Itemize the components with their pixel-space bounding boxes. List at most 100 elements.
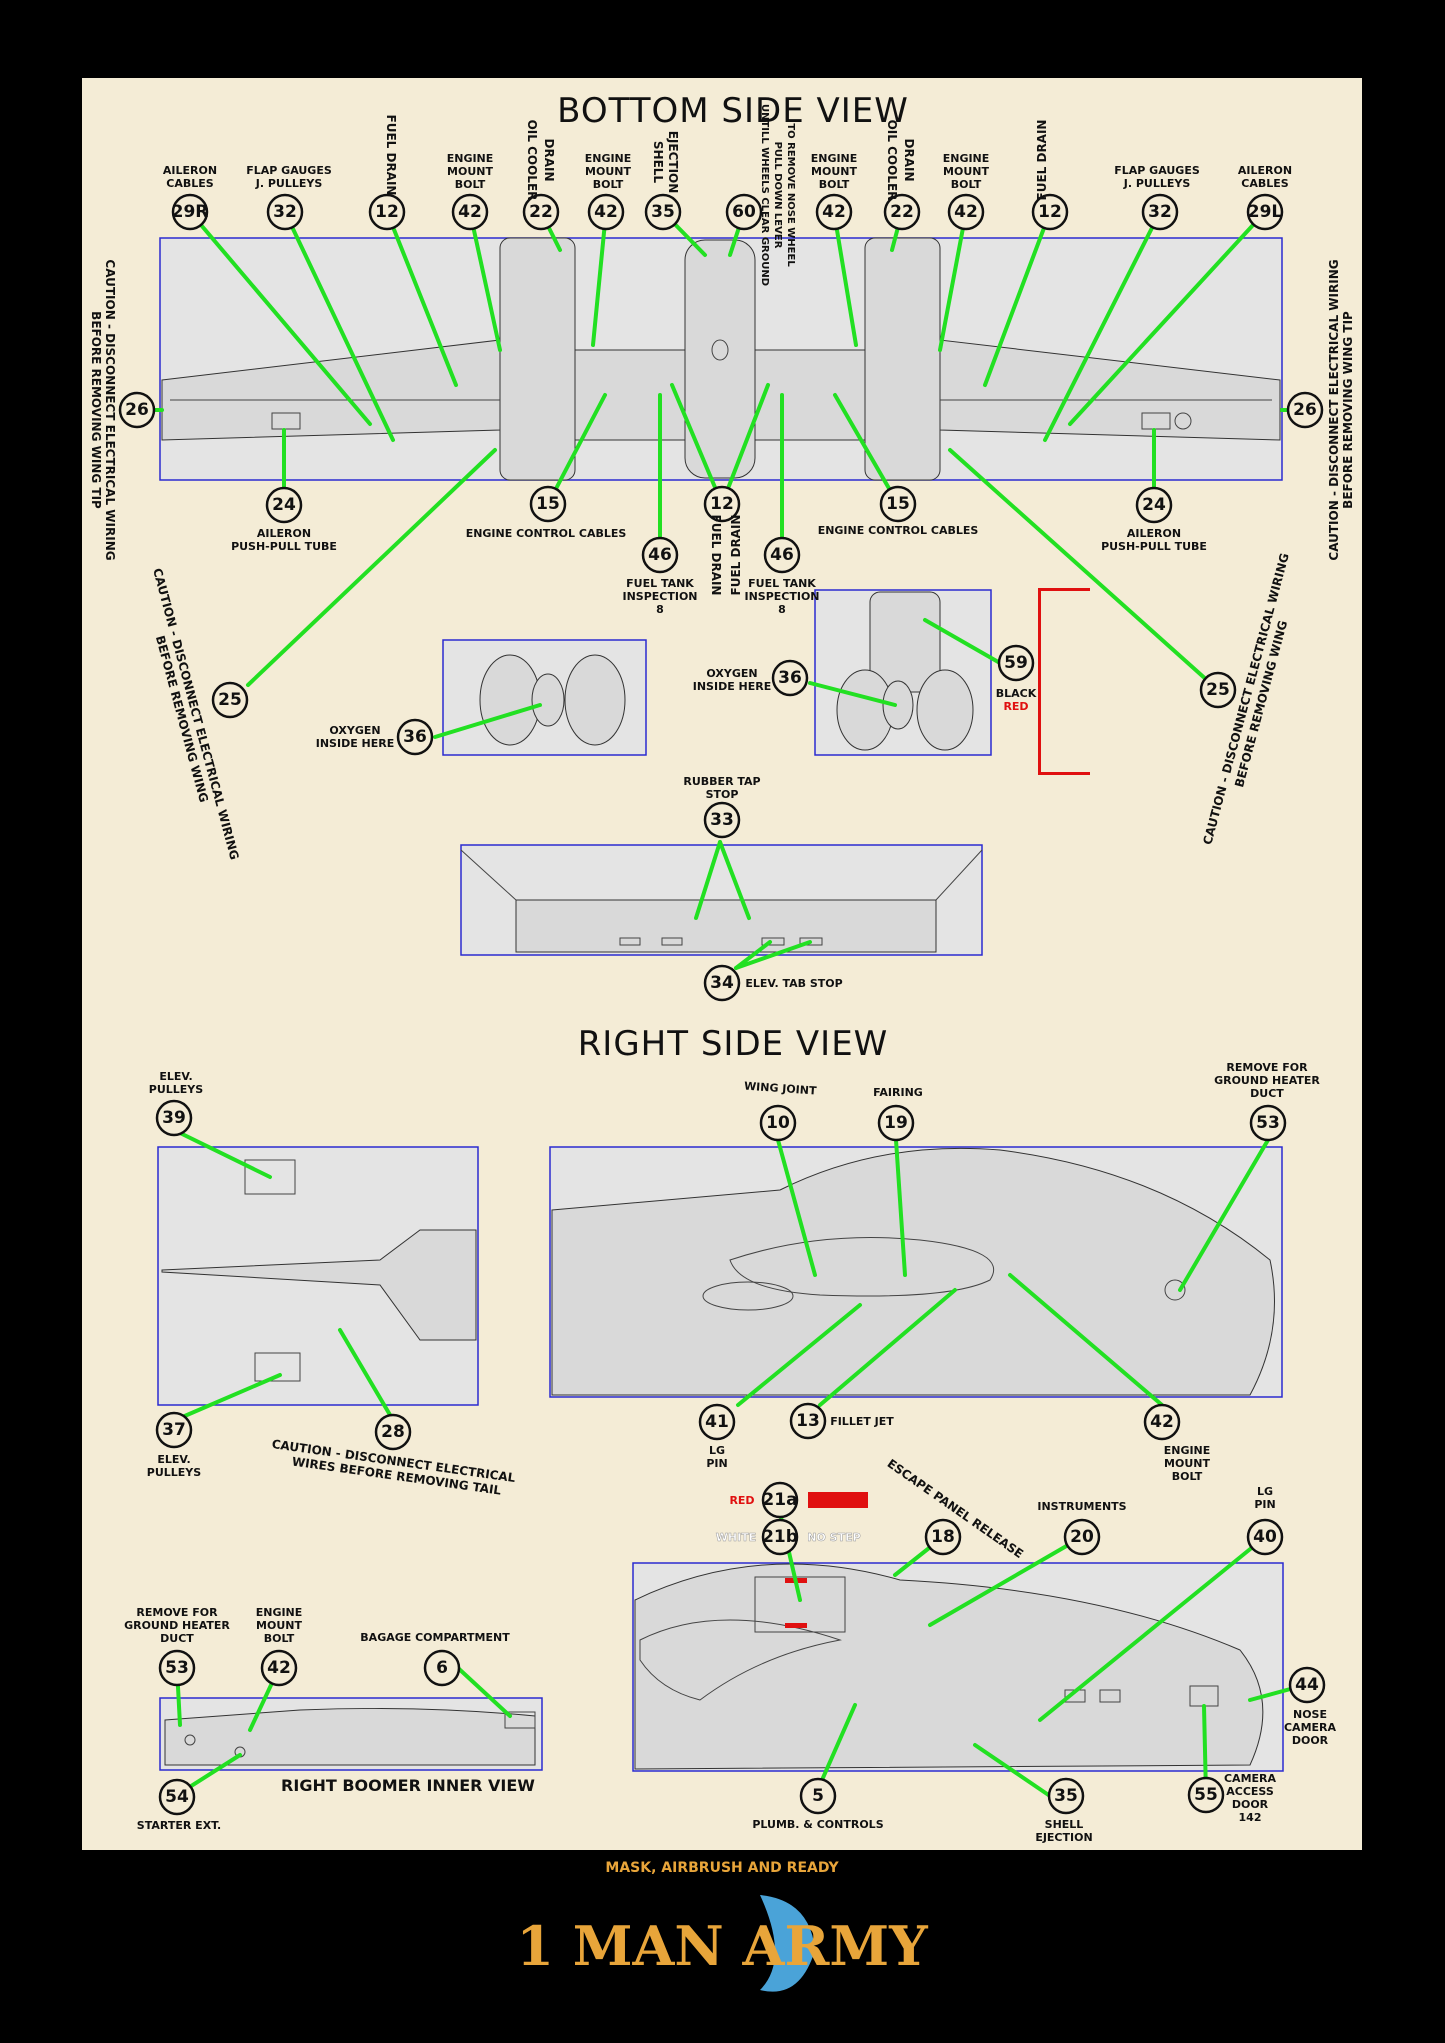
svg-text:FUEL DRAIN: FUEL DRAIN <box>729 515 743 596</box>
svg-text:26: 26 <box>125 400 149 420</box>
callout-19: 19 FAIRING <box>873 1086 923 1142</box>
red-swatch <box>808 1492 868 1508</box>
svg-text:BAGAGE COMPARTMENT: BAGAGE COMPARTMENT <box>360 1631 510 1644</box>
svg-text:SHELL: SHELL <box>651 141 665 184</box>
svg-text:GROUND HEATER: GROUND HEATER <box>124 1619 230 1632</box>
brand-logo: 1 MAN ARMY <box>516 1914 929 1978</box>
callout-21b: 21b WHITE NO STEP <box>716 1518 861 1556</box>
callout-22-left: 22 OIL COOLER DRAIN <box>522 120 560 231</box>
svg-text:NO STEP: NO STEP <box>807 1531 860 1544</box>
svg-text:59: 59 <box>1004 653 1028 673</box>
svg-text:UNTILL WHEELS CLEAR GROUND: UNTILL WHEELS CLEAR GROUND <box>759 104 770 286</box>
svg-text:DOOR: DOOR <box>1292 1734 1329 1747</box>
svg-text:ENGINE: ENGINE <box>943 152 990 165</box>
svg-text:12: 12 <box>375 202 399 222</box>
svg-text:DRAIN: DRAIN <box>542 139 556 182</box>
svg-text:TO REMOVE NOSE WHEEL: TO REMOVE NOSE WHEEL <box>785 123 796 267</box>
svg-text:PUSH-PULL TUBE: PUSH-PULL TUBE <box>231 540 337 553</box>
fuselage-side-drawing <box>549 1146 1283 1398</box>
svg-text:21a: 21a <box>762 1490 797 1510</box>
svg-text:RED: RED <box>1003 700 1028 713</box>
svg-text:STOP: STOP <box>706 788 739 801</box>
svg-text:40: 40 <box>1253 1527 1277 1547</box>
svg-text:J. PULLEYS: J. PULLEYS <box>255 177 323 190</box>
svg-text:24: 24 <box>272 495 296 515</box>
nose-drawing <box>632 1562 1284 1772</box>
fuselage-pod <box>684 239 756 479</box>
svg-text:OXYGEN: OXYGEN <box>329 724 380 737</box>
svg-text:25: 25 <box>218 690 242 710</box>
svg-text:FAIRING: FAIRING <box>873 1086 923 1099</box>
svg-text:WING JOINT: WING JOINT <box>744 1079 818 1097</box>
svg-text:INSPECTION: INSPECTION <box>622 590 697 603</box>
callout-42-a: 42 ENGINE MOUNT BOLT <box>447 152 494 231</box>
svg-text:53: 53 <box>165 1658 189 1678</box>
svg-text:42: 42 <box>822 202 846 222</box>
svg-text:EJECTION: EJECTION <box>1035 1831 1092 1844</box>
svg-text:18: 18 <box>931 1527 955 1547</box>
svg-text:10: 10 <box>766 1113 790 1133</box>
callout-26-right: 26 CAUTION - DISCONNECT ELECTRICAL WIRIN… <box>1286 259 1355 561</box>
svg-text:DRAIN: DRAIN <box>902 139 916 182</box>
svg-text:12: 12 <box>1038 202 1062 222</box>
callout-33: 33 RUBBER TAP STOP <box>683 775 761 839</box>
svg-text:ELEV. TAB STOP: ELEV. TAB STOP <box>745 977 842 990</box>
svg-text:GROUND HEATER: GROUND HEATER <box>1214 1074 1320 1087</box>
svg-text:LG: LG <box>709 1444 725 1457</box>
callout-55: 55 CAMERA ACCESS DOOR 142 <box>1187 1772 1277 1824</box>
svg-text:15: 15 <box>886 494 910 514</box>
battery-note <box>1038 588 1090 775</box>
svg-text:INSIDE HERE: INSIDE HERE <box>693 680 772 693</box>
svg-text:FUEL TANK: FUEL TANK <box>626 577 694 590</box>
svg-text:ENGINE CONTROL CABLES: ENGINE CONTROL CABLES <box>818 524 979 537</box>
callout-46-right: 46 FUEL TANK INSPECTION 8 <box>744 536 820 616</box>
svg-text:FUEL DRAIN: FUEL DRAIN <box>709 515 723 596</box>
svg-text:54: 54 <box>165 1787 189 1807</box>
callout-24-right: 24 AILERON PUSH-PULL TUBE <box>1101 486 1207 553</box>
svg-text:35: 35 <box>1054 1786 1078 1806</box>
svg-text:FLAP GAUGES: FLAP GAUGES <box>1114 164 1200 177</box>
tail-drawing <box>157 1146 479 1406</box>
svg-text:CAMERA: CAMERA <box>1284 1721 1337 1734</box>
svg-text:53: 53 <box>1256 1113 1280 1133</box>
svg-text:PLUMB. & CONTROLS: PLUMB. & CONTROLS <box>752 1818 883 1831</box>
svg-text:CABLES: CABLES <box>166 177 213 190</box>
svg-text:46: 46 <box>770 545 794 565</box>
svg-text:32: 32 <box>273 202 297 222</box>
callout-10: 10 WING JOINT <box>744 1079 818 1142</box>
svg-text:12: 12 <box>710 494 734 514</box>
callout-36-left: 36 OXYGEN INSIDE HERE <box>316 718 434 756</box>
callout-12-left: 12 FUEL DRAIN <box>368 115 406 231</box>
svg-text:ENGINE: ENGINE <box>447 152 494 165</box>
svg-text:35: 35 <box>651 202 675 222</box>
svg-text:FLAP GAUGES: FLAP GAUGES <box>246 164 332 177</box>
callout-42-boomer: 42 ENGINE MOUNT BOLT <box>256 1606 302 1687</box>
svg-text:DOOR: DOOR <box>1232 1798 1269 1811</box>
svg-text:19: 19 <box>884 1113 908 1133</box>
svg-text:34: 34 <box>710 973 734 993</box>
callout-15-left: 15 ENGINE CONTROL CABLES <box>466 485 627 540</box>
callout-40: 40 LG PIN <box>1246 1485 1284 1556</box>
right-view-title: RIGHT SIDE VIEW <box>578 1024 889 1064</box>
svg-text:SHELL: SHELL <box>1045 1818 1084 1831</box>
svg-text:BOLT: BOLT <box>1172 1470 1203 1483</box>
bottom-view-title: BOTTOM SIDE VIEW <box>557 91 909 131</box>
svg-text:INSPECTION: INSPECTION <box>744 590 819 603</box>
svg-text:142: 142 <box>1239 1811 1262 1824</box>
callout-44: 44 NOSE CAMERA DOOR <box>1284 1666 1337 1747</box>
svg-text:CAUTION - DISCONNECT ELECTRICA: CAUTION - DISCONNECT ELECTRICAL WIRING <box>103 259 117 560</box>
callout-37: 37 ELEV. PULLEYS <box>147 1411 201 1479</box>
svg-text:BEFORE REMOVING WING TIP: BEFORE REMOVING WING TIP <box>1341 311 1355 509</box>
callout-18: 18 ESCAPE PANEL RELEASE <box>885 1456 1026 1561</box>
callout-54: 54 STARTER EXT. <box>137 1778 221 1832</box>
left-nacelle <box>499 237 576 481</box>
svg-text:ENGINE CONTROL CABLES: ENGINE CONTROL CABLES <box>466 527 627 540</box>
svg-text:13: 13 <box>796 1411 820 1431</box>
svg-text:AILERON: AILERON <box>1238 164 1292 177</box>
svg-text:AILERON: AILERON <box>257 527 311 540</box>
callout-29L: 29L AILERON CABLES <box>1238 164 1292 231</box>
oxygen-left-drawing <box>442 639 647 756</box>
callout-12-right: 12 FUEL DRAIN <box>1031 120 1069 231</box>
svg-text:22: 22 <box>529 202 553 222</box>
